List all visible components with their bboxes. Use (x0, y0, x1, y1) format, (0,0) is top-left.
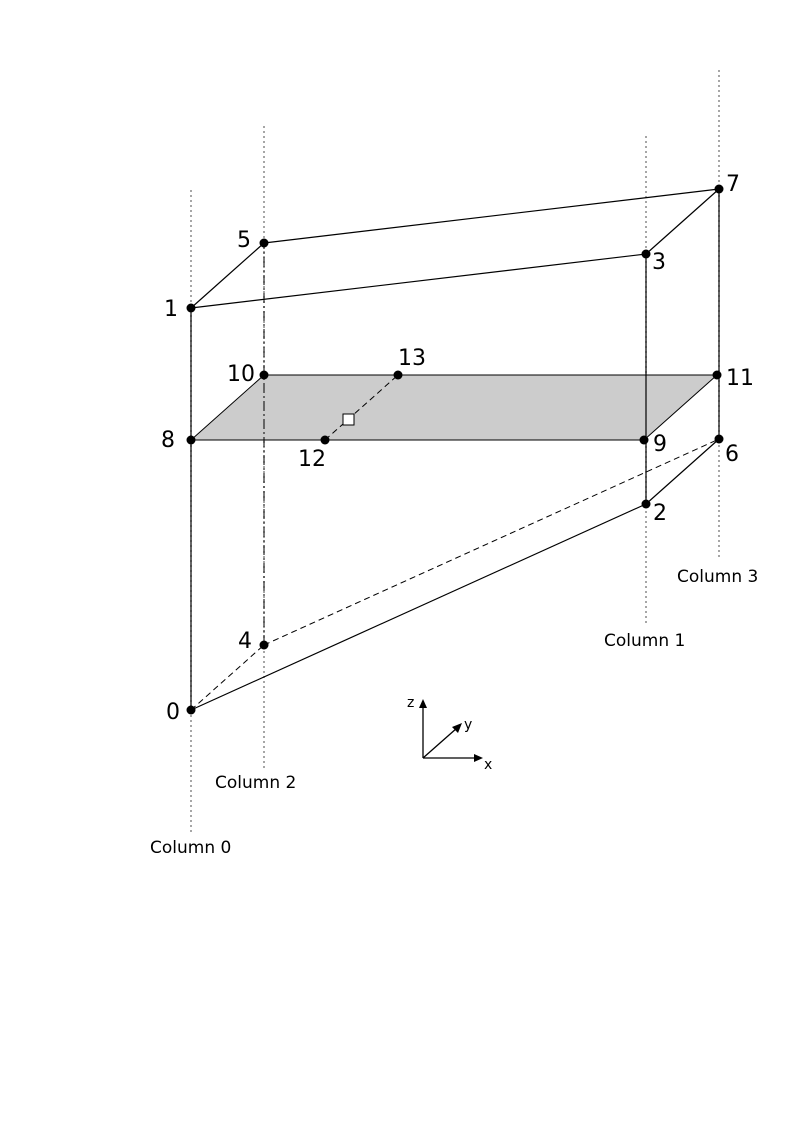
node-label-7: 7 (726, 172, 740, 197)
node-13[interactable] (393, 370, 403, 380)
node-label-9: 9 (653, 432, 667, 457)
node-6[interactable] (714, 434, 724, 444)
node-label-8: 8 (161, 428, 175, 453)
node-label-6: 6 (725, 442, 739, 467)
node-12[interactable] (320, 435, 330, 445)
shaded-plane (189, 374, 719, 441)
member-2-6 (645, 438, 720, 505)
node-4[interactable] (259, 640, 269, 650)
column-label-0: Column 0 (150, 838, 231, 858)
nodes (186, 184, 724, 715)
node-9[interactable] (639, 435, 649, 445)
column-label-3: Column 3 (677, 567, 758, 587)
y-axis-arrow (422, 727, 458, 759)
x-axis-label: x (484, 757, 492, 773)
member-3-7 (645, 188, 720, 255)
node-label-13: 13 (398, 346, 426, 371)
node-7[interactable] (714, 184, 724, 194)
x-axis-arrowhead (474, 754, 483, 762)
y-axis-label: y (464, 717, 472, 733)
node-label-1: 1 (164, 297, 178, 322)
column-labels: Column 0 Column 1 Column 2 Column 3 (150, 567, 758, 858)
node-3[interactable] (641, 249, 651, 259)
node-label-0: 0 (166, 700, 180, 725)
solid-members (190, 188, 720, 711)
node-label-4: 4 (238, 629, 252, 654)
node-2[interactable] (641, 499, 651, 509)
member-0-4 (190, 644, 265, 711)
node-1[interactable] (186, 303, 196, 313)
node-label-10: 10 (227, 362, 255, 387)
node-11[interactable] (712, 370, 722, 380)
node-label-11: 11 (726, 366, 754, 391)
node-label-2: 2 (653, 501, 667, 526)
node-label-12: 12 (298, 447, 326, 472)
y-axis-arrowhead (452, 723, 462, 733)
member-1-3 (190, 253, 647, 309)
midpoint-marker (342, 413, 355, 426)
node-0[interactable] (186, 705, 196, 715)
axes-triad (419, 699, 483, 762)
member-12-13 (324, 374, 399, 441)
node-10[interactable] (259, 370, 269, 380)
node-label-5: 5 (237, 228, 251, 253)
member-1-5 (190, 242, 265, 309)
node-labels: 0 1 2 3 4 5 6 7 8 9 10 11 12 13 (161, 172, 754, 725)
node-8[interactable] (186, 435, 196, 445)
member-4-6 (263, 438, 720, 646)
node-5[interactable] (259, 238, 269, 248)
column-label-2: Column 2 (215, 773, 296, 793)
member-5-7 (263, 188, 720, 244)
z-axis-label: z (407, 695, 414, 711)
column-guides (190, 70, 720, 832)
column-label-1: Column 1 (604, 631, 685, 651)
member-0-2 (190, 503, 647, 711)
node-label-3: 3 (652, 250, 666, 275)
dashed-members (190, 374, 720, 711)
z-axis-arrowhead (419, 699, 427, 708)
